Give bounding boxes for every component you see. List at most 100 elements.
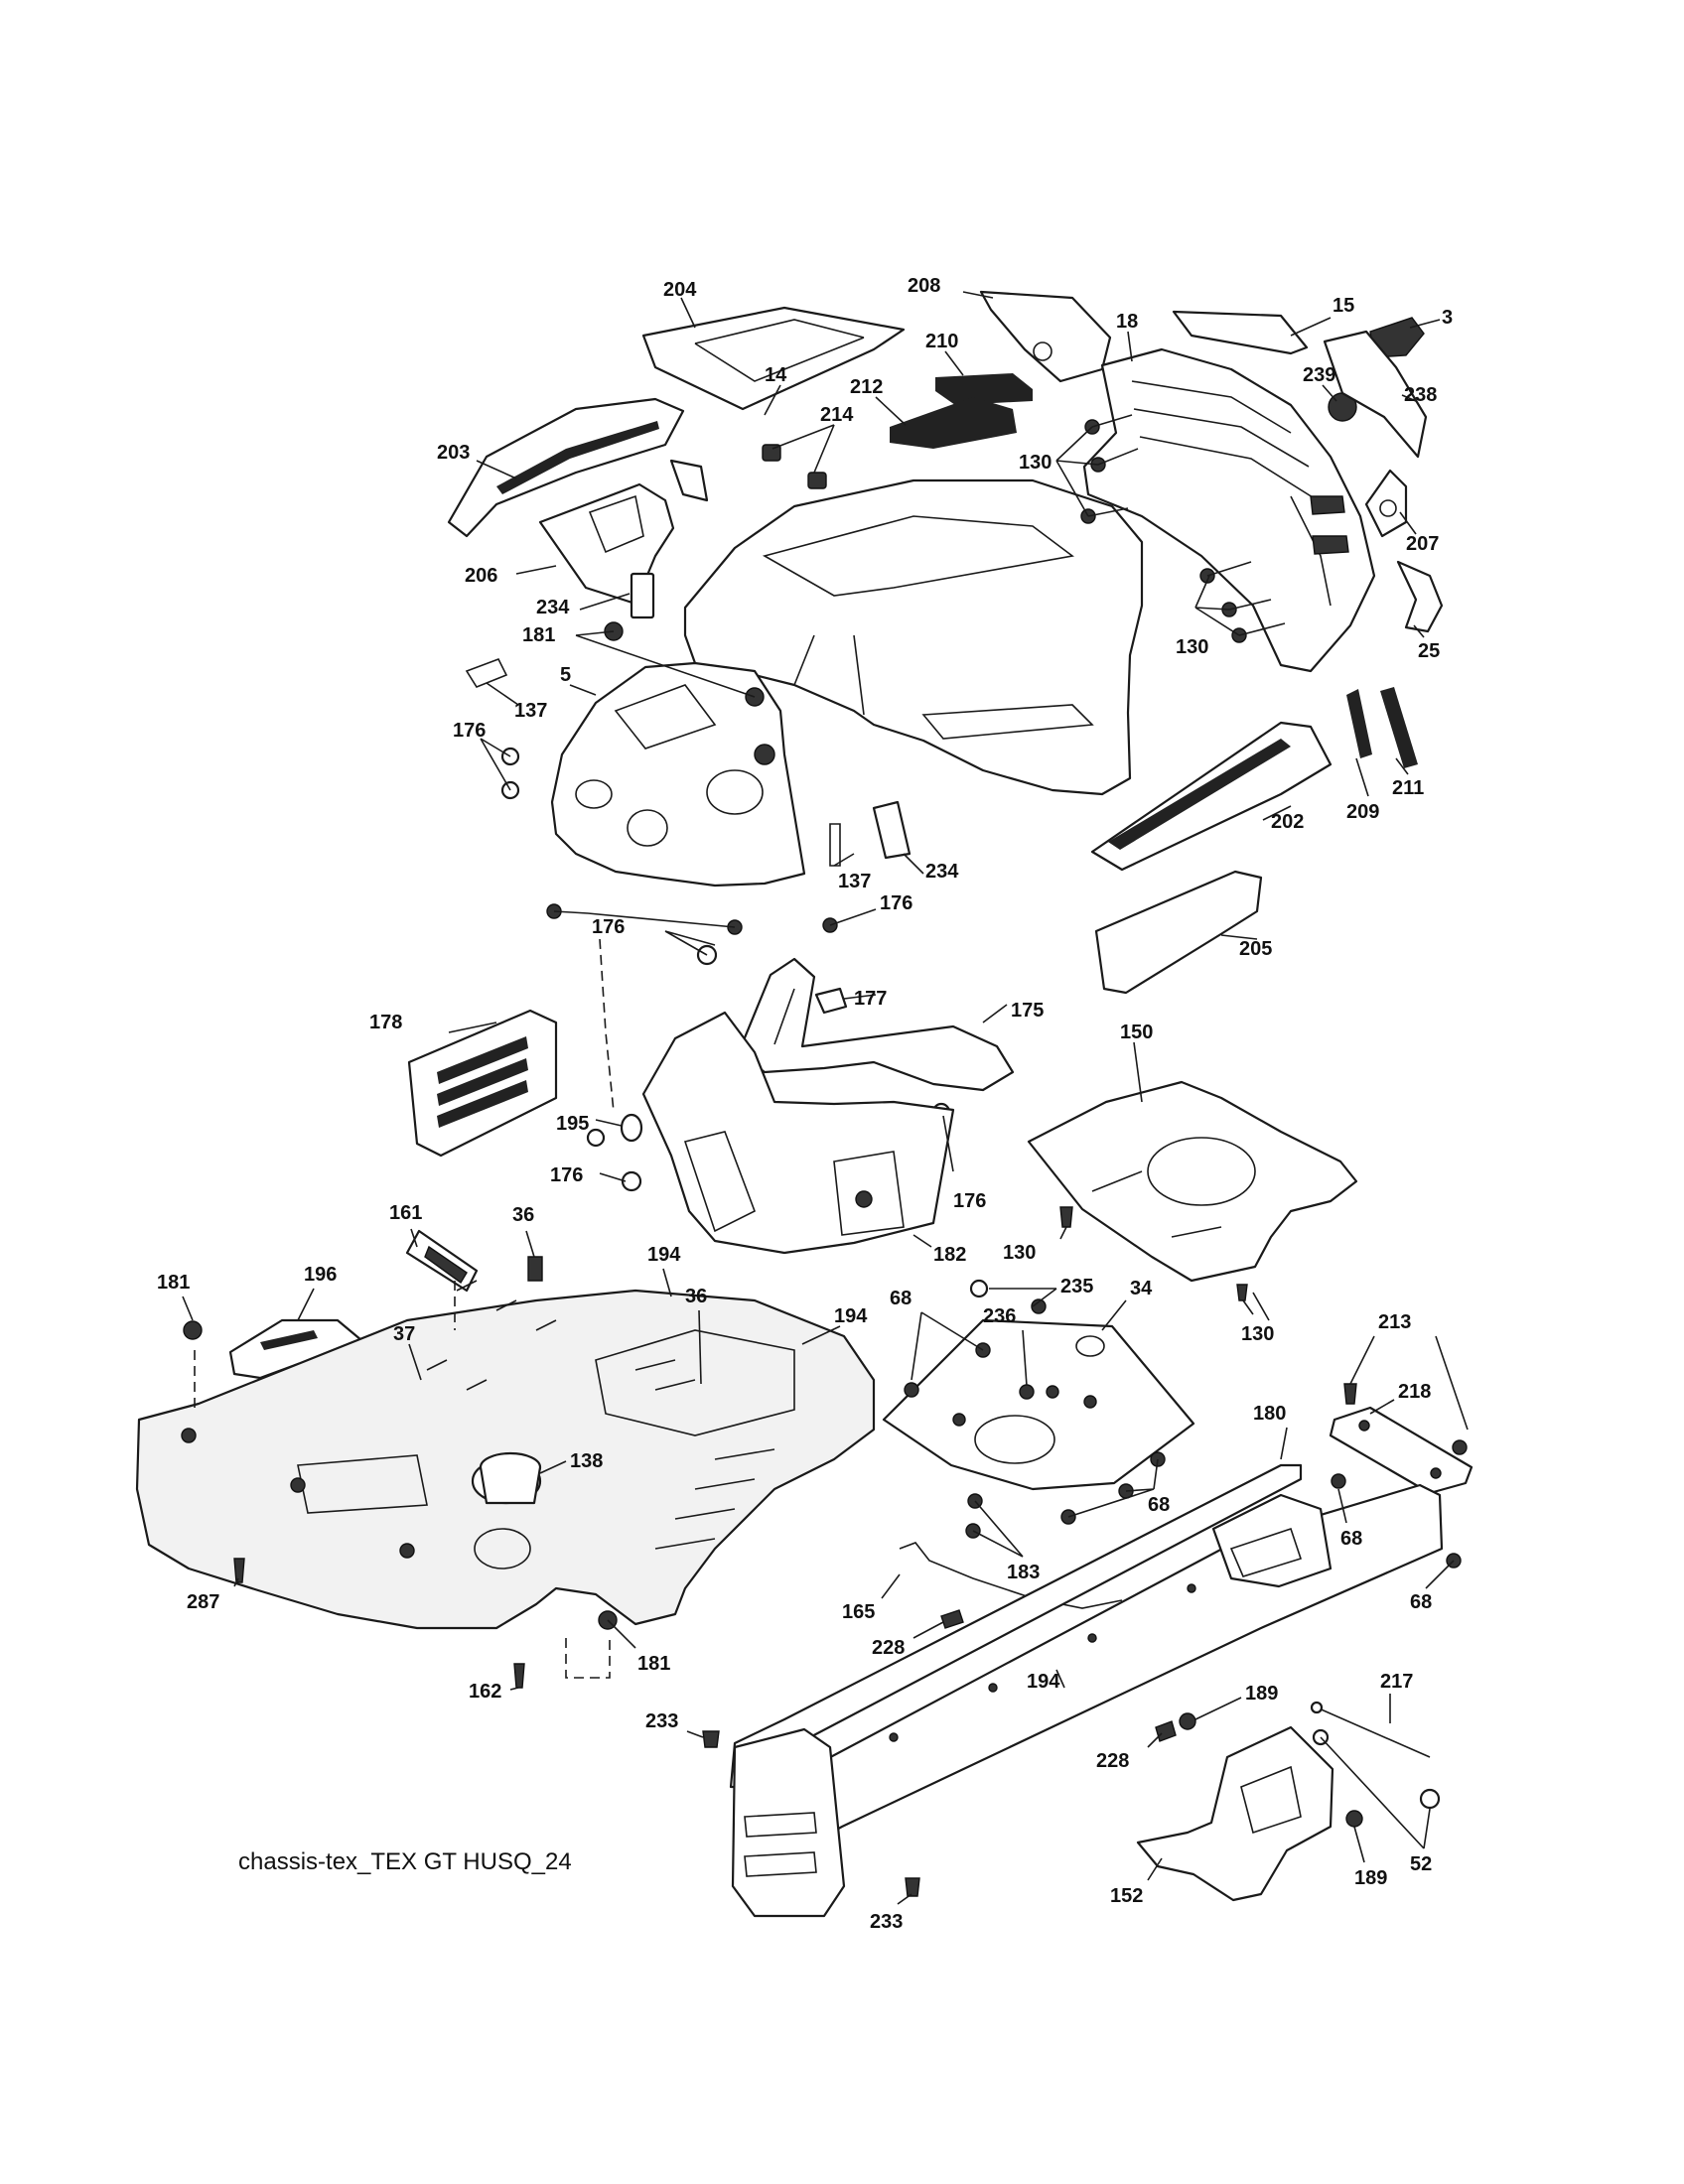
part-34-seat-plate: [882, 1318, 1195, 1491]
callout-176-a: 176: [453, 720, 486, 742]
part-152-rear-panel: [1136, 1725, 1334, 1902]
callout-228-a: 228: [872, 1637, 905, 1659]
callout-182: 182: [933, 1244, 966, 1266]
callout-183: 183: [1007, 1562, 1040, 1583]
part-137-clip-upper: [465, 657, 508, 688]
callout-218: 218: [1398, 1381, 1431, 1403]
callout-labels: 204 208 15 3 18 210 239 212 238 214 130 …: [157, 275, 1453, 1933]
part-204-hood-cover: [641, 306, 906, 411]
callout-176-c: 176: [880, 892, 912, 914]
part-175-dash-bracket: [737, 957, 1015, 1092]
callout-152: 152: [1110, 1885, 1143, 1907]
part-138-boot: [479, 1451, 542, 1505]
callout-206: 206: [465, 565, 497, 587]
callout-204: 204: [663, 279, 697, 301]
part-181-fasteners-lower: [183, 1320, 618, 1630]
callout-181-c: 181: [637, 1653, 670, 1675]
callout-194-b: 194: [834, 1305, 868, 1327]
callout-150: 150: [1120, 1022, 1153, 1043]
callout-210: 210: [925, 331, 958, 352]
part-238-side-panel: [1323, 330, 1428, 459]
part-217-rod: [1310, 1701, 1431, 1758]
callout-137-a: 137: [514, 700, 547, 722]
callout-207: 207: [1406, 533, 1439, 555]
part-211-mesh-strip: [1380, 687, 1418, 768]
part-213-bolts: [1343, 1383, 1357, 1405]
callout-181-a: 181: [522, 624, 555, 646]
part-161-trim: [405, 1229, 479, 1293]
part-235-washer: [969, 1279, 989, 1298]
part-203-grille-bar: [447, 397, 685, 538]
callout-233-a: 233: [645, 1710, 678, 1732]
part-214-clips: [762, 444, 827, 489]
part-5-dash-panel: [550, 661, 806, 887]
part-212-mesh-insert: [890, 397, 1017, 449]
callout-130-d: 130: [1241, 1323, 1274, 1345]
callout-195: 195: [556, 1113, 589, 1135]
callout-177: 177: [854, 988, 887, 1010]
part-236-nut: [1019, 1384, 1035, 1400]
callout-5: 5: [560, 664, 571, 686]
callout-162: 162: [469, 1681, 501, 1703]
part-162-screw: [513, 1663, 525, 1689]
callout-233-b: 233: [870, 1911, 903, 1933]
part-234-badge-upper: [630, 572, 655, 619]
callout-217: 217: [1380, 1671, 1413, 1693]
callout-234-a: 234: [536, 597, 570, 618]
callout-234-b: 234: [925, 861, 959, 883]
callout-175: 175: [1011, 1000, 1044, 1022]
part-180-main-frame: [729, 1463, 1444, 1918]
callout-130-c: 130: [1003, 1242, 1036, 1264]
callout-176-e: 176: [953, 1190, 986, 1212]
part-150-fender-support: [1027, 1080, 1358, 1283]
callout-178: 178: [369, 1012, 402, 1033]
part-234-badge-lower: [872, 800, 912, 860]
part-195-knob: [620, 1113, 643, 1143]
callout-235: 235: [1060, 1276, 1093, 1297]
part-177-bracket: [814, 987, 848, 1015]
callout-18: 18: [1116, 311, 1138, 333]
part-210-mesh-insert: [935, 373, 1033, 405]
callout-211: 211: [1392, 777, 1424, 799]
callout-287: 287: [187, 1591, 219, 1613]
callout-239: 239: [1303, 364, 1335, 386]
part-218-bracket: [1329, 1406, 1474, 1495]
callout-68-a: 68: [890, 1288, 912, 1309]
callout-203: 203: [437, 442, 470, 464]
part-25-side-trim: [1396, 560, 1444, 633]
callout-176-b: 176: [592, 916, 625, 938]
callout-15: 15: [1333, 295, 1354, 317]
callout-208: 208: [908, 275, 940, 297]
callout-130-a: 130: [1019, 452, 1052, 474]
part-182-steering-console: [641, 1011, 955, 1255]
callout-3: 3: [1442, 307, 1453, 329]
callout-34: 34: [1130, 1278, 1153, 1299]
callout-238: 238: [1404, 384, 1437, 406]
callout-189-b: 189: [1354, 1867, 1387, 1889]
callout-212: 212: [850, 376, 883, 398]
part-178-mesh-panel: [407, 1009, 558, 1158]
callout-36-b: 36: [685, 1286, 707, 1307]
part-233-bolts: [702, 1730, 920, 1897]
part-207-headlight: [1364, 469, 1408, 538]
part-208-bracket: [979, 290, 1112, 383]
callout-196: 196: [304, 1264, 337, 1286]
part-205-lower-panel: [1094, 870, 1263, 995]
callout-228-b: 228: [1096, 1750, 1129, 1772]
callout-180: 180: [1253, 1403, 1286, 1425]
callout-194-c: 194: [1027, 1671, 1060, 1693]
callout-213: 213: [1378, 1311, 1411, 1333]
part-209-mesh-strip: [1346, 689, 1372, 758]
callout-14: 14: [765, 364, 787, 386]
callout-130-b: 130: [1176, 636, 1208, 658]
callout-165: 165: [842, 1601, 875, 1623]
part-137-clip-lower: [829, 823, 841, 867]
part-202-lower-grille: [1090, 721, 1333, 872]
part-130-screws-lower: [1059, 1206, 1248, 1301]
part-68-bolts: [904, 1298, 1468, 1569]
callout-68-b: 68: [1148, 1494, 1170, 1516]
callout-194-a: 194: [647, 1244, 681, 1266]
part-165-rod: [899, 1542, 1123, 1609]
callout-236: 236: [983, 1305, 1016, 1327]
